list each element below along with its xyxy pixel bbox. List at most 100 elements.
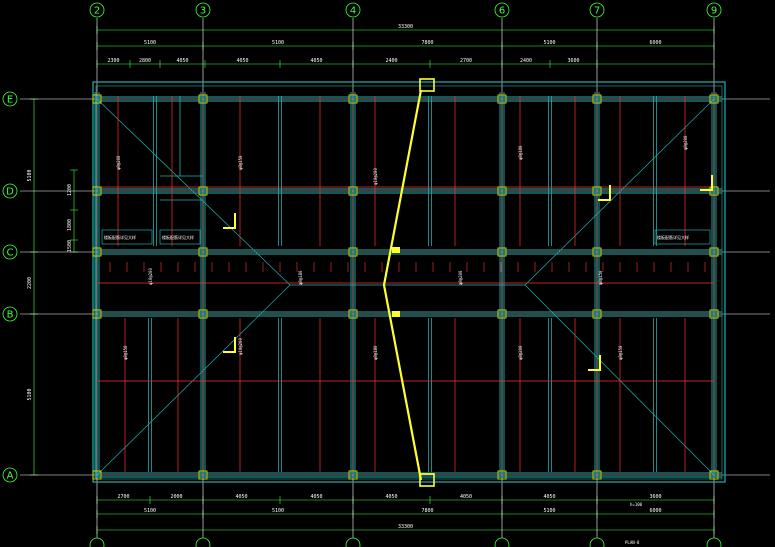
- rebar-label-1: φ8@150: [238, 155, 243, 170]
- dim-top-overall-label-0: 33300: [398, 24, 413, 30]
- dim-bottom-detail-label-4: 4050: [385, 494, 397, 500]
- column-layer: [92, 94, 719, 480]
- dim-top-mid-label-3: 5100: [543, 40, 555, 46]
- dim-top-detail-label-7: 2400: [520, 58, 532, 64]
- axis-label-left-D: D: [6, 187, 14, 198]
- fold-marker-top: [419, 78, 435, 92]
- axis-bubble-bottom-6: [494, 537, 510, 547]
- column-0-2: [92, 247, 102, 257]
- callout-box-3: [654, 229, 711, 245]
- column-5-2: [709, 247, 719, 257]
- dim-bottom-detail-label-7: 3600: [649, 494, 661, 500]
- axis-grid-layer: [20, 18, 770, 538]
- axis-label-top-7: 7: [594, 6, 600, 17]
- axis-bubble-left-A: [2, 467, 18, 483]
- dim-top-detail-label-5: 2400: [385, 58, 397, 64]
- column-2-4: [348, 470, 358, 480]
- column-0-3: [92, 309, 102, 319]
- rebar-layer: [98, 96, 714, 472]
- column-5-0: [709, 94, 719, 104]
- stair-mark-3: [588, 355, 601, 371]
- axis-bubble-left-E: [2, 91, 18, 107]
- dim-top-mid-label-0: 5100: [144, 40, 156, 46]
- diag-tr: [524, 98, 715, 286]
- label-layer: φ8@200 φ8@150 φ10@200 φ8@180 φ8@200 φ8@150 φ10…: [104, 135, 689, 545]
- rebar-label-10: φ10@200: [148, 268, 153, 285]
- dim-top-detail-label-6: 2700: [460, 58, 472, 64]
- column-2-2: [348, 247, 358, 257]
- callout-note-3: 楼板配筋详见大样: [657, 234, 689, 240]
- column-2-0: [348, 94, 358, 104]
- dim-bottom-detail-label-0: 2700: [117, 494, 129, 500]
- column-1-4: [198, 470, 208, 480]
- axis-label-top-4: 4: [350, 6, 356, 17]
- axis-bubble-left-C: [2, 244, 18, 260]
- diag-bl: [96, 284, 291, 476]
- axis-bubble-top-4: [345, 2, 361, 18]
- dim-top-detail-label-8: 3600: [567, 58, 579, 64]
- dim-left-outer-label-2: 5100: [27, 388, 33, 400]
- dim-left-outer-label-1: 2200: [27, 277, 33, 289]
- dim-bottom-mid-label-2: 7800: [421, 508, 433, 514]
- axis-label-left-A: A: [7, 471, 14, 482]
- column-2-1: [348, 186, 358, 196]
- column-1-0: [198, 94, 208, 104]
- rebar-label-0: φ8@200: [116, 155, 121, 170]
- dim-bottom-mid-label-4: 6000: [649, 508, 661, 514]
- dim-bottom-detail-label-1: 2000: [170, 494, 182, 500]
- axis-bubble-top-6: [494, 2, 510, 18]
- dim-left-inner-label-0: 1200: [67, 184, 73, 196]
- axis-bubble-left-B: [2, 306, 18, 322]
- dim-bottom-overall-label-0: 33300: [398, 524, 413, 530]
- stair-mark-0: [223, 213, 236, 229]
- plan-tag: PLAN-8: [625, 540, 640, 545]
- axis-label-top-6: 6: [499, 6, 505, 17]
- axis-label-top-2: 2: [94, 6, 100, 17]
- stair-mark-1: [223, 337, 236, 353]
- stair-mark-2: [598, 185, 611, 201]
- dim-left-inner-label-2: 1500: [67, 240, 73, 252]
- column-4-2: [592, 247, 602, 257]
- column-2-3: [348, 309, 358, 319]
- dim-top-detail-label-3: 4050: [236, 58, 248, 64]
- dim-left-outer-label-0: 5100: [27, 169, 33, 181]
- rebar-label-4: φ8@200: [683, 135, 688, 150]
- callout-note-1: 楼板配筋详见大样: [104, 234, 136, 240]
- column-5-4: [709, 470, 719, 480]
- axis-bubble-top-2: [89, 2, 105, 18]
- rebar-label-2: φ10@200: [373, 168, 378, 185]
- dim-bottom-detail-label-2: 4050: [235, 494, 247, 500]
- callout-box-1: [101, 229, 153, 245]
- column-0-0: [92, 94, 102, 104]
- column-0-1: [92, 186, 102, 196]
- column-5-3: [709, 309, 719, 319]
- axis-bubble-top-7: [589, 2, 605, 18]
- column-0-4: [92, 470, 102, 480]
- column-4-1: [592, 186, 602, 196]
- rebar-label-7: φ8@180: [373, 345, 378, 360]
- axis-bubble-bottom-2: [89, 537, 105, 547]
- stair-mark-4: [700, 175, 713, 191]
- axis-bubble-bottom-3: [195, 537, 211, 547]
- dim-bottom-mid-label-0: 5100: [144, 508, 156, 514]
- axis-label-top-9: 9: [711, 6, 717, 17]
- column-4-3: [592, 309, 602, 319]
- axis-label-left-B: B: [7, 310, 14, 321]
- axis-label-top-3: 3: [200, 6, 206, 17]
- rebar-label-9: φ8@150: [618, 345, 623, 360]
- rebar-label-3: φ8@180: [518, 145, 523, 160]
- dim-bottom-detail-label-5: 4050: [460, 494, 472, 500]
- column-3-4: [497, 470, 507, 480]
- dim-bottom-mid-label-1: 5100: [272, 508, 284, 514]
- diagonal-layer: [96, 98, 715, 476]
- callout-note-2: 楼板配筋详见大样: [162, 234, 194, 240]
- dim-left-inner-label-1: 1800: [67, 219, 73, 231]
- dim-top-mid-label-4: 6000: [649, 40, 661, 46]
- column-3-0: [497, 94, 507, 104]
- dim-top-mid-label-1: 5100: [272, 40, 284, 46]
- rebar-label-12: φ8@200: [458, 270, 463, 285]
- slab-outline: [92, 81, 726, 483]
